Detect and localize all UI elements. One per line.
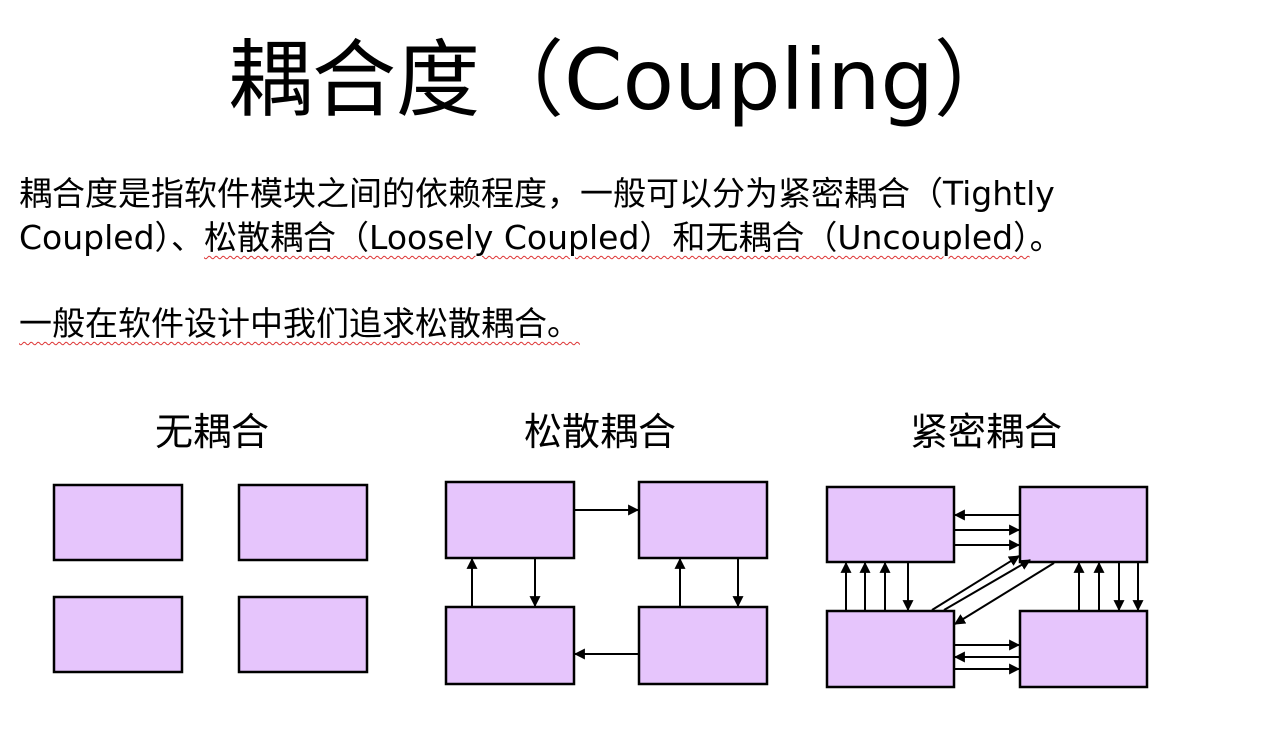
design-goal-paragraph: 一般在软件设计中我们追求松散耦合。 (19, 302, 1239, 346)
module-box (237, 483, 369, 562)
module-box (825, 485, 956, 564)
module-box (52, 595, 184, 674)
tightly-coupled-label: 紧密耦合 (909, 410, 1063, 454)
module-box (237, 595, 369, 674)
module-box (444, 605, 576, 686)
definition-lead: 耦合度是指软件模块之间的依赖程度，一般可以分为紧密耦合（Tightly Coup… (19, 174, 1055, 257)
module-box (1018, 609, 1149, 689)
module-box (637, 480, 769, 560)
tightly-coupled-diagram (825, 485, 1149, 689)
module-box (637, 605, 769, 686)
definition-coupling-types: 松散耦合（Loosely Coupled）和无耦合（Uncoupled） (204, 218, 1030, 257)
uncoupled-label: 无耦合 (154, 410, 270, 454)
definition-end: 。 (1029, 218, 1063, 257)
module-box (444, 480, 576, 560)
loosely-coupled-diagram (444, 480, 769, 686)
module-box (825, 609, 956, 689)
design-goal-text: 一般在软件设计中我们追求松散耦合。 (19, 304, 580, 343)
uncoupled-diagram (52, 483, 369, 674)
dependency-arrow (954, 562, 1055, 625)
module-box (52, 483, 184, 562)
slide-title: 耦合度（Coupling） (228, 31, 1018, 129)
definition-paragraph: 耦合度是指软件模块之间的依赖程度，一般可以分为紧密耦合（Tightly Coup… (19, 172, 1239, 260)
loosely-coupled-label: 松散耦合 (523, 410, 677, 454)
dependency-arrow (943, 559, 1031, 611)
dependency-arrow (931, 555, 1020, 611)
module-box (1018, 485, 1149, 564)
